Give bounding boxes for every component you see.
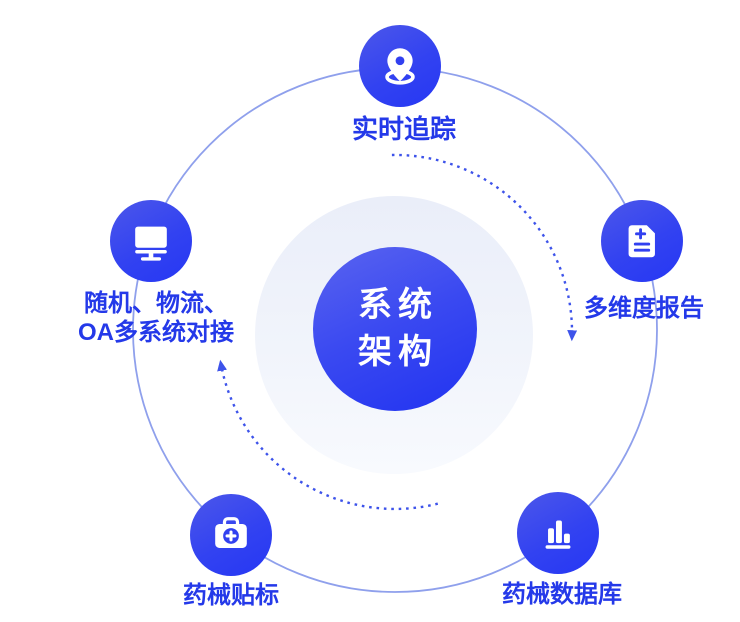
- node-device-database: [517, 492, 599, 574]
- monitor-icon: [135, 226, 167, 261]
- center-title-line1: 系统: [358, 286, 438, 324]
- center-title-line2: 架构: [358, 333, 438, 371]
- report-document-icon: [628, 225, 655, 258]
- location-pin-icon: [385, 48, 415, 85]
- flow-arrow-top-to-right-icon: [391, 153, 578, 342]
- label-multidimensional-report: 多维度报告: [584, 295, 704, 322]
- node-multidimensional-report: [601, 200, 683, 282]
- label-system-integration-line1: 随机、物流、: [84, 290, 228, 317]
- label-device-database: 药械数据库: [502, 581, 622, 608]
- node-realtime-tracking: [359, 25, 441, 107]
- bar-chart-icon: [545, 520, 571, 549]
- node-system-integration: [110, 200, 192, 282]
- label-system-integration-line2: OA多系统对接: [78, 319, 234, 346]
- label-system-integration: 随机、物流、 OA多系统对接: [78, 289, 234, 347]
- label-device-labeling: 药械贴标: [183, 582, 279, 609]
- medkit-icon: [215, 517, 247, 548]
- label-realtime-tracking: 实时追踪: [351, 114, 457, 144]
- center-title-circle: 系统 架构: [313, 247, 477, 411]
- node-device-labeling: [190, 494, 272, 576]
